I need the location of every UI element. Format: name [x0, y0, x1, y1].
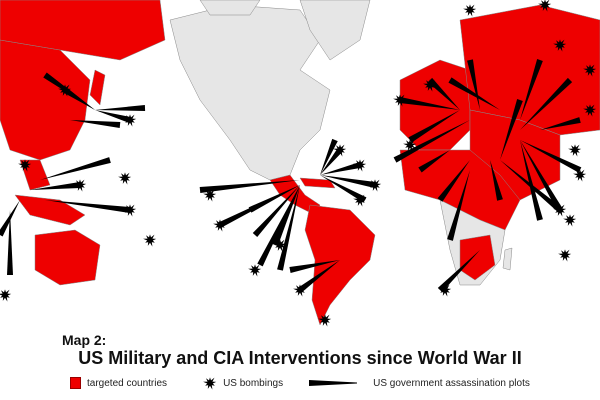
- country-africa-targeted-south: [459, 234, 496, 281]
- assassination-plot-wedge: [437, 160, 470, 202]
- assassination-plot-wedge: [540, 117, 581, 130]
- bombing-marker: [558, 249, 572, 262]
- country-siberia: [0, 0, 166, 61]
- bombing-marker: [368, 179, 382, 192]
- assassination-plot-wedge: [252, 185, 300, 238]
- country-north-america: [169, 4, 331, 181]
- country-southeast-asia: [19, 159, 51, 191]
- assassination-plot-wedge: [500, 99, 523, 160]
- bombing-marker: [423, 79, 437, 92]
- assassination-plot-wedge: [520, 140, 582, 173]
- assassination-plot-wedge: [418, 150, 450, 173]
- assassination-plot-wedge: [437, 250, 480, 293]
- assassination-plot-wedge: [393, 120, 470, 163]
- assassination-plot-wedge: [490, 160, 503, 201]
- assassination-plot-wedge: [320, 148, 343, 175]
- bombing-marker: [538, 0, 552, 12]
- assassination-plot-wedge: [520, 140, 563, 212]
- assassination-plot-wedge: [30, 182, 81, 190]
- bombing-marker: [583, 64, 597, 77]
- assassination-plot-wedge: [320, 175, 367, 203]
- assassination-plot-wedge: [272, 185, 300, 247]
- country-east-asia: [0, 39, 91, 161]
- bombing-marker: [553, 204, 567, 217]
- assassination-plot-wedge: [248, 185, 300, 213]
- assassination-plot-wedge: [448, 77, 500, 110]
- assassination-plot-wedge: [399, 97, 460, 110]
- bombing-marker: [463, 4, 477, 17]
- assassination-plot-wedge: [520, 77, 573, 130]
- assassination-plot-wedge: [7, 210, 13, 275]
- bombing-marker: [273, 239, 287, 252]
- country-madagascar: [502, 247, 513, 271]
- legend-targeted: targeted countries: [70, 377, 167, 389]
- bombing-marker: [573, 169, 587, 182]
- legend-label: US bombings: [223, 377, 284, 389]
- assassination-plot-wedge: [277, 185, 300, 271]
- bombing-marker: [203, 189, 217, 202]
- assassination-plot-wedge: [500, 160, 562, 213]
- legend-label: targeted countries: [87, 377, 168, 389]
- bombing-marker: [318, 314, 332, 327]
- bombing-marker: [293, 284, 307, 297]
- bombing-marker: [333, 144, 347, 157]
- bombing-marker: [123, 204, 137, 217]
- bombing-marker: [123, 114, 137, 127]
- assassination-plot-wedge: [199, 180, 300, 193]
- legend-label: US government assassination plots: [373, 377, 530, 389]
- assassination-plot-wedge: [320, 138, 338, 175]
- explosion-icon: [203, 377, 217, 390]
- assassination-plot-wedge: [520, 140, 543, 221]
- assassination-plot-wedge: [520, 59, 543, 120]
- map-subtitle: Map 2:: [62, 332, 107, 348]
- bombing-marker: [438, 284, 452, 297]
- country-indonesia: [14, 194, 86, 226]
- assassination-plot-wedge: [95, 110, 131, 123]
- bombing-marker: [393, 94, 407, 107]
- bombing-marker: [353, 159, 367, 172]
- country-greenland: [299, 0, 371, 61]
- assassination-plot-wedge: [427, 77, 460, 110]
- assassination-plot-wedge: [320, 175, 376, 188]
- bombing-marker: [248, 264, 262, 277]
- bombing-marker: [403, 139, 417, 152]
- assassination-plot-wedge: [447, 170, 470, 241]
- assassination-plot-wedge: [298, 260, 340, 293]
- legend: targeted countries US bombings US govern…: [70, 376, 546, 390]
- country-caribbean: [299, 177, 336, 189]
- country-japan: [89, 69, 106, 106]
- bombing-marker: [73, 179, 87, 192]
- legend-bombings: US bombings: [201, 376, 283, 390]
- bombing-marker: [553, 39, 567, 52]
- bombing-marker: [143, 234, 157, 247]
- assassination-plot-wedge: [40, 157, 111, 180]
- bombing-marker: [563, 214, 577, 227]
- bombing-marker: [213, 219, 227, 232]
- wedge-line-icon: [309, 380, 358, 386]
- bombing-marker: [568, 144, 582, 157]
- red-square-icon: [70, 377, 81, 389]
- country-south-america: [304, 204, 376, 326]
- country-australia: [34, 229, 101, 286]
- bombing-marker: [0, 289, 12, 302]
- bombing-marker: [353, 194, 367, 207]
- assassination-plot-wedge: [95, 105, 146, 111]
- bombing-marker: [58, 84, 72, 97]
- assassination-plot-wedge: [257, 185, 300, 267]
- legend-assassinations: US government assassination plots: [309, 378, 530, 389]
- assassination-plot-wedge: [289, 260, 340, 273]
- assassination-plot-wedge: [408, 110, 460, 143]
- bombing-marker: [583, 104, 597, 117]
- bombing-marker: [118, 172, 132, 185]
- assassination-plot-wedge: [43, 72, 95, 110]
- assassination-plot-wedge: [320, 162, 361, 175]
- assassination-plot-wedge: [45, 200, 131, 213]
- assassination-plot-wedge: [70, 120, 121, 128]
- country-canada-arctic: [199, 0, 261, 16]
- bombing-marker: [18, 159, 32, 172]
- map-title: US Military and CIA Interventions since …: [78, 348, 522, 368]
